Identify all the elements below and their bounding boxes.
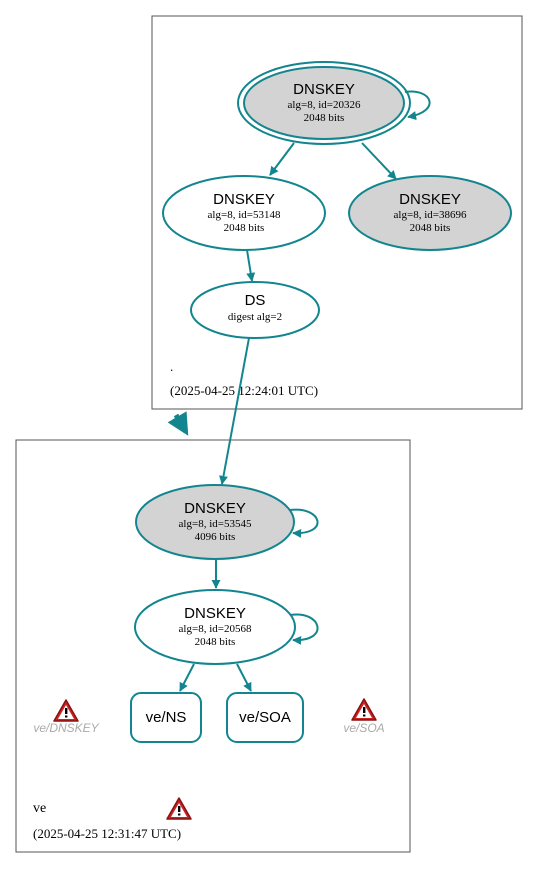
node-ve-zsk[interactable]: DNSKEY alg=8, id=20568 2048 bits bbox=[134, 589, 296, 665]
warning-ve-dnskey[interactable]: ve/DNSKEY bbox=[33, 699, 100, 735]
node-ve-ns-label: ve/NS bbox=[146, 709, 187, 726]
edge-zsk1-to-ds bbox=[246, 249, 256, 282]
node-root-zsk2-detail1: alg=8, id=38696 bbox=[394, 209, 467, 221]
zone-ve-box bbox=[15, 439, 411, 853]
node-root-zsk2-detail2: 2048 bits bbox=[410, 222, 451, 234]
node-ds-detail1: digest alg=2 bbox=[228, 311, 282, 323]
zone-root-timestamp: (2025-04-25 12:24:01 UTC) bbox=[170, 383, 318, 398]
node-root-zsk1-detail1: alg=8, id=53148 bbox=[208, 209, 281, 221]
node-root-zsk1[interactable]: DNSKEY alg=8, id=53148 2048 bits bbox=[162, 175, 326, 251]
node-root-ksk[interactable]: DNSKEY alg=8, id=20326 2048 bits bbox=[237, 61, 411, 145]
node-ve-ksk-title: DNSKEY bbox=[184, 500, 246, 517]
node-root-ksk-detail2: 2048 bits bbox=[304, 112, 345, 124]
node-ve-soa[interactable]: ve/SOA bbox=[226, 692, 304, 743]
warning-ve-soa[interactable]: ve/SOA bbox=[343, 698, 385, 735]
node-ve-ksk-detail1: alg=8, id=53545 bbox=[179, 518, 252, 530]
warning-triangle-icon bbox=[53, 699, 79, 722]
node-root-ksk-title: DNSKEY bbox=[293, 81, 355, 98]
warning-ve-soa-label: ve/SOA bbox=[343, 721, 384, 735]
node-root-zsk2[interactable]: DNSKEY alg=8, id=38696 2048 bits bbox=[348, 175, 512, 251]
zone-root-box bbox=[151, 15, 523, 410]
node-ve-ns[interactable]: ve/NS bbox=[130, 692, 202, 743]
zone-ve-timestamp: (2025-04-25 12:31:47 UTC) bbox=[33, 826, 181, 841]
edge-ksk-to-zsk1 bbox=[269, 142, 295, 176]
node-root-zsk2-title: DNSKEY bbox=[399, 191, 461, 208]
node-root-ksk-detail1: alg=8, id=20326 bbox=[288, 99, 361, 111]
node-ve-zsk-title: DNSKEY bbox=[184, 605, 246, 622]
self-loop-root-ksk bbox=[404, 90, 431, 121]
zone-ve-label: ve bbox=[33, 801, 46, 816]
zone-ve-warning-icon[interactable] bbox=[166, 797, 192, 820]
node-ds-title: DS bbox=[245, 292, 266, 309]
edge-ksk-to-zsk2 bbox=[361, 142, 397, 180]
self-loop-ve-ksk bbox=[289, 508, 319, 538]
node-ve-zsk-detail1: alg=8, id=20568 bbox=[179, 623, 252, 635]
edge-ve-zsk-to-soa bbox=[236, 663, 252, 692]
delegation-arrow bbox=[167, 411, 189, 436]
self-loop-ve-zsk bbox=[289, 613, 319, 645]
node-root-zsk1-title: DNSKEY bbox=[213, 191, 275, 208]
warning-triangle-icon bbox=[351, 698, 377, 721]
zone-root-label: . bbox=[170, 359, 173, 374]
node-ds[interactable]: DS digest alg=2 bbox=[190, 281, 320, 339]
edge-ds-to-ve-ksk bbox=[219, 337, 250, 485]
node-ve-zsk-detail2: 2048 bits bbox=[195, 636, 236, 648]
node-ve-ksk-detail2: 4096 bits bbox=[195, 531, 236, 543]
warning-ve-dnskey-label: ve/DNSKEY bbox=[33, 721, 99, 735]
node-ve-ksk[interactable]: DNSKEY alg=8, id=53545 4096 bits bbox=[135, 484, 295, 560]
node-root-zsk1-detail2: 2048 bits bbox=[224, 222, 265, 234]
edge-ve-zsk-to-ns bbox=[179, 663, 195, 692]
node-ve-soa-label: ve/SOA bbox=[239, 709, 291, 726]
